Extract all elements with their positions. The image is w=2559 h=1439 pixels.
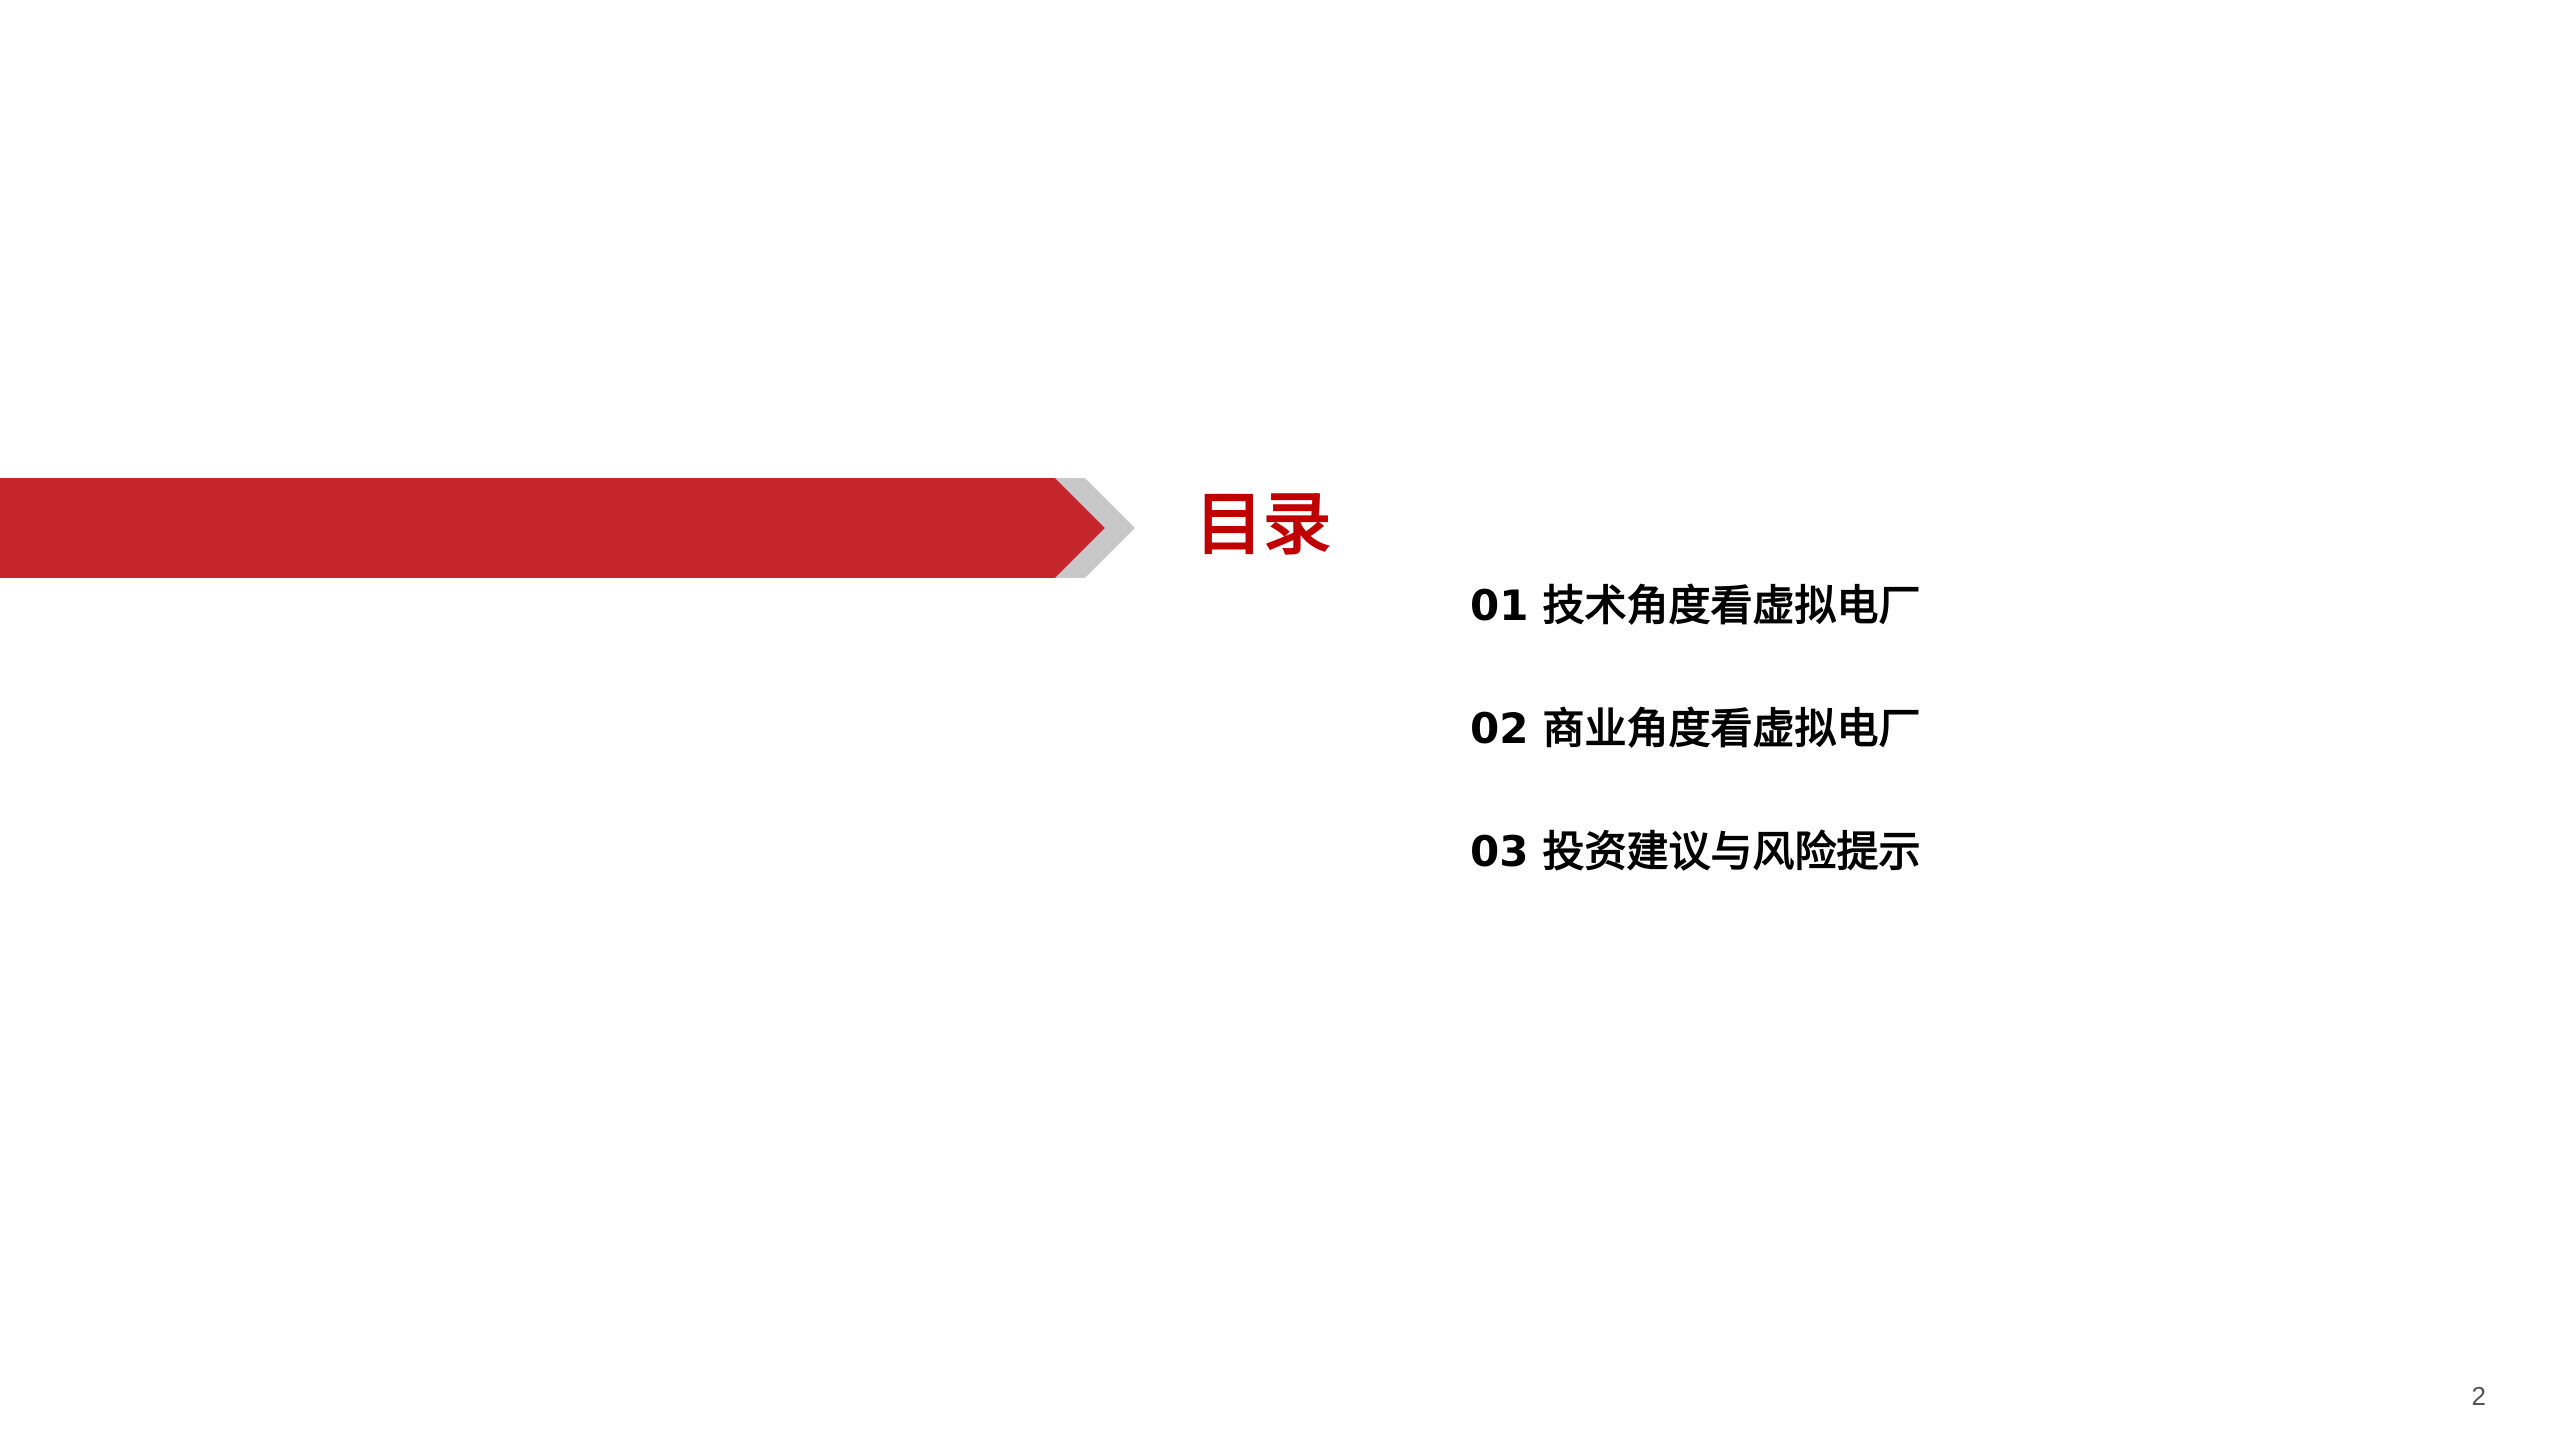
toc-item-number: 03 [1470, 827, 1529, 876]
toc-item-number: 01 [1470, 581, 1529, 630]
toc-item-number: 02 [1470, 704, 1529, 753]
red-arrow-banner [0, 478, 1140, 578]
arrow-banner-icon [0, 478, 1135, 578]
page-title: 目录 [1195, 486, 1332, 565]
toc-item-label: 技术角度看虚拟电厂 [1542, 581, 1921, 630]
page-number: 2 [2471, 1381, 2486, 1411]
toc-item-label: 商业角度看虚拟电厂 [1542, 704, 1921, 753]
toc-item-label: 投资建议与风险提示 [1542, 827, 1921, 876]
